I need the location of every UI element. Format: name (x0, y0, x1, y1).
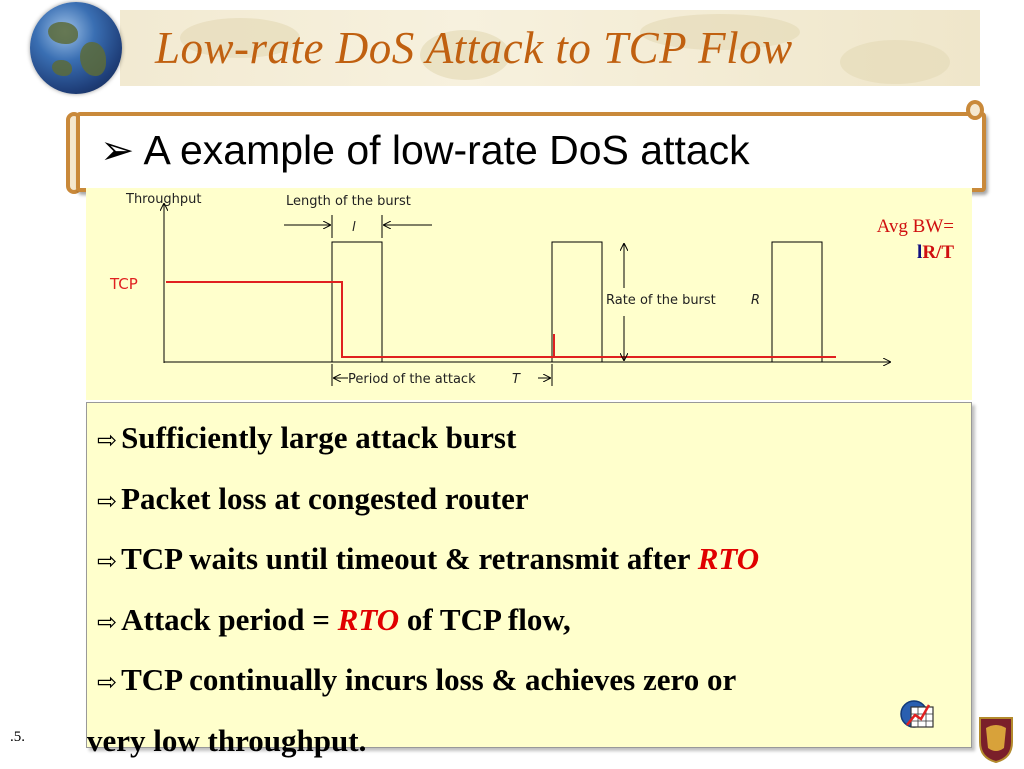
point-5: ⇨TCP continually incurs loss & achieves … (97, 651, 759, 712)
subtitle-scroll: ➢ A example of low-rate DoS attack (76, 112, 986, 192)
arrow-icon: ⇨ (97, 668, 117, 696)
arrow-icon: ⇨ (97, 426, 117, 454)
attack-burst-3 (772, 242, 822, 362)
points-list: ⇨Sufficiently large attack burst ⇨Packet… (97, 409, 759, 769)
arrow-icon: ⇨ (97, 487, 117, 515)
crest-icon (976, 714, 1016, 764)
point-4: ⇨Attack period = RTO of TCP flow, (97, 591, 759, 652)
attack-burst-2 (552, 242, 602, 362)
points-panel: ⇨Sufficiently large attack burst ⇨Packet… (86, 402, 972, 748)
scroll-curl-right (966, 100, 984, 120)
attack-diagram-svg: Throughput TCP Length of the burst l Rat… (86, 188, 972, 400)
avg-bw-line2: lR/T (877, 240, 954, 266)
burst-length-symbol: l (352, 220, 356, 235)
subtitle: ➢ A example of low-rate DoS attack (100, 126, 750, 174)
avg-bw-annotation: Avg BW= lR/T (877, 214, 954, 266)
attack-burst-1 (332, 242, 382, 362)
globe-icon (30, 2, 122, 94)
arrow-icon: ⇨ (97, 608, 117, 636)
period-label: Period of the attack (348, 372, 476, 387)
rto-emphasis: RTO (698, 541, 759, 576)
avg-bw-line1: Avg BW= (877, 214, 954, 240)
slide-title: Low-rate DoS Attack to TCP Flow (155, 22, 793, 74)
tcp-label: TCP (109, 275, 138, 293)
burst-rate-symbol: R (751, 293, 760, 308)
attack-diagram: Throughput TCP Length of the burst l Rat… (86, 188, 972, 400)
throughput-label: Throughput (125, 192, 202, 207)
period-symbol: T (512, 372, 521, 387)
subtitle-text: A example of low-rate DoS attack (144, 127, 750, 173)
point-5-continued: very low throughput. (87, 712, 759, 769)
point-3: ⇨TCP waits until timeout & retransmit af… (97, 530, 759, 591)
tcp-throughput-line (166, 282, 836, 357)
point-2: ⇨Packet loss at congested router (97, 470, 759, 531)
subtitle-bullet-icon: ➢ (100, 127, 134, 173)
chart-icon[interactable] (899, 697, 941, 731)
burst-length-label: Length of the burst (286, 194, 411, 209)
burst-rate-label: Rate of the burst (606, 293, 716, 308)
page-number: .5. (10, 729, 25, 746)
arrow-icon: ⇨ (97, 547, 117, 575)
rto-emphasis: RTO (338, 602, 399, 637)
point-1: ⇨Sufficiently large attack burst (97, 409, 759, 470)
